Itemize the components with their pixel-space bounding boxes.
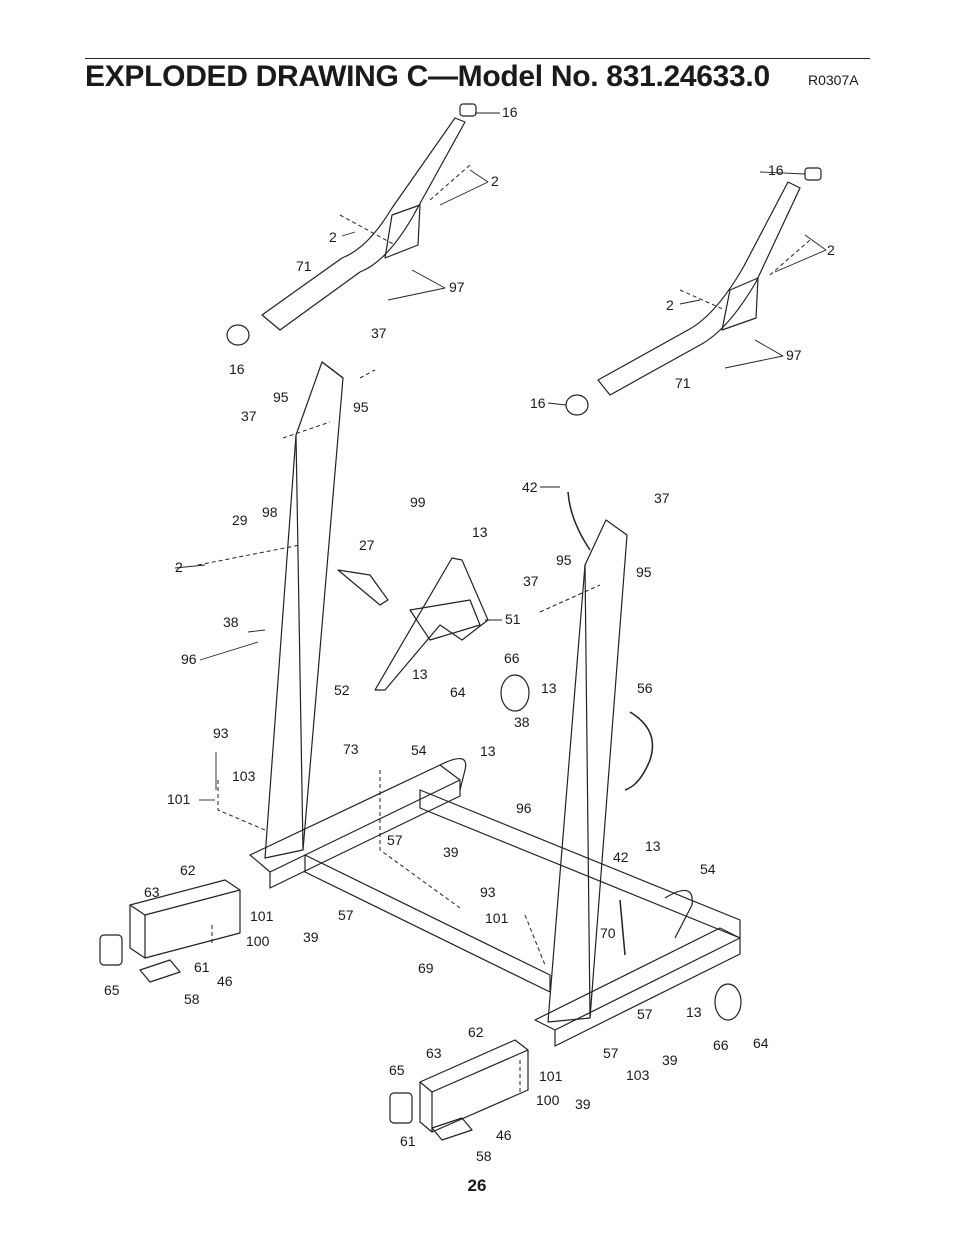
handlebar-left bbox=[226, 103, 477, 346]
assembly-lines bbox=[197, 164, 811, 1095]
part-callout: 54 bbox=[411, 742, 427, 758]
part-callout: 16 bbox=[768, 162, 784, 178]
part-callout: 95 bbox=[273, 389, 289, 405]
part-callout: 16 bbox=[502, 104, 518, 120]
part-callout: 70 bbox=[600, 925, 616, 941]
part-callout: 13 bbox=[541, 680, 557, 696]
part-callout: 61 bbox=[194, 959, 210, 975]
part-callout: 46 bbox=[496, 1127, 512, 1143]
part-callout: 64 bbox=[753, 1035, 769, 1051]
part-callout: 95 bbox=[636, 564, 652, 580]
part-callout: 56 bbox=[637, 680, 653, 696]
part-callout: 42 bbox=[613, 849, 629, 865]
part-callout: 98 bbox=[262, 504, 278, 520]
part-callout: 54 bbox=[700, 861, 716, 877]
part-callout: 95 bbox=[353, 399, 369, 415]
part-callout: 103 bbox=[626, 1067, 650, 1083]
part-callout: 2 bbox=[175, 559, 183, 575]
page-number: 26 bbox=[467, 1176, 487, 1195]
header-rule bbox=[85, 58, 870, 59]
part-callout: 37 bbox=[523, 573, 539, 589]
part-callout: 58 bbox=[184, 991, 200, 1007]
part-callout: 100 bbox=[536, 1092, 560, 1108]
part-callout: 42 bbox=[522, 479, 538, 495]
part-callout: 101 bbox=[539, 1068, 563, 1084]
part-callout: 39 bbox=[662, 1052, 678, 1068]
part-callout: 95 bbox=[556, 552, 572, 568]
part-callout: 101 bbox=[167, 791, 191, 807]
part-callout: 71 bbox=[675, 375, 691, 391]
part-callout: 65 bbox=[389, 1062, 405, 1078]
part-callout: 2 bbox=[491, 173, 499, 189]
part-callout: 66 bbox=[504, 650, 520, 666]
part-callout: 93 bbox=[480, 884, 496, 900]
base-frame bbox=[99, 758, 741, 1141]
part-callout: 101 bbox=[250, 908, 274, 924]
part-callout: 63 bbox=[426, 1045, 442, 1061]
part-callout: 16 bbox=[229, 361, 245, 377]
part-callout: 96 bbox=[516, 800, 532, 816]
part-callout: 97 bbox=[449, 279, 465, 295]
part-callout: 64 bbox=[450, 684, 466, 700]
part-callout: 57 bbox=[338, 907, 354, 923]
part-callout: 100 bbox=[246, 933, 270, 949]
part-callout: 58 bbox=[476, 1148, 492, 1164]
part-callout: 103 bbox=[232, 768, 256, 784]
part-callout: 13 bbox=[412, 666, 428, 682]
upright-left bbox=[264, 361, 344, 859]
part-callout: 57 bbox=[387, 832, 403, 848]
part-callout: 29 bbox=[232, 512, 248, 528]
part-callout: 62 bbox=[468, 1024, 484, 1040]
part-callout: 38 bbox=[514, 714, 530, 730]
part-callout: 27 bbox=[359, 537, 375, 553]
part-callout: 39 bbox=[443, 844, 459, 860]
part-callout: 63 bbox=[144, 884, 160, 900]
part-callout: 2 bbox=[827, 242, 835, 258]
part-callout: 37 bbox=[241, 408, 257, 424]
part-callout: 69 bbox=[418, 960, 434, 976]
part-callout: 62 bbox=[180, 862, 196, 878]
part-callout: 101 bbox=[485, 910, 509, 926]
part-callout: 57 bbox=[603, 1045, 619, 1061]
part-callout: 99 bbox=[410, 494, 426, 510]
part-callout: 37 bbox=[371, 325, 387, 341]
part-callout: 73 bbox=[343, 741, 359, 757]
handlebar-right bbox=[565, 167, 822, 416]
part-callout: 38 bbox=[223, 614, 239, 630]
part-callout: 2 bbox=[666, 297, 674, 313]
part-callout: 65 bbox=[104, 982, 120, 998]
part-callout: 46 bbox=[217, 973, 233, 989]
part-callout: 93 bbox=[213, 725, 229, 741]
part-callout: 13 bbox=[645, 838, 661, 854]
callout-labels: 16 2 2 71 97 16 16 2 2 97 71 16 37 95 95 37 42 37 99 13 29 98… bbox=[104, 104, 835, 1164]
part-callout: 39 bbox=[575, 1096, 591, 1112]
part-callout: 13 bbox=[480, 743, 496, 759]
wire-harness bbox=[567, 491, 654, 956]
drawing-code: R0307A bbox=[808, 72, 859, 88]
part-callout: 66 bbox=[713, 1037, 729, 1053]
part-callout: 51 bbox=[505, 611, 521, 627]
part-callout: 37 bbox=[654, 490, 670, 506]
part-callout: 71 bbox=[296, 258, 312, 274]
part-callout: 16 bbox=[530, 395, 546, 411]
part-callout: 52 bbox=[334, 682, 350, 698]
part-callout: 97 bbox=[786, 347, 802, 363]
page-title: EXPLODED DRAWING C—Model No. 831.24633.0 bbox=[85, 60, 770, 93]
part-callout: 61 bbox=[400, 1133, 416, 1149]
upright-right bbox=[547, 519, 628, 1023]
part-callout: 39 bbox=[303, 929, 319, 945]
part-callout: 2 bbox=[329, 229, 337, 245]
leader-lines bbox=[174, 112, 827, 801]
part-callout: 13 bbox=[472, 524, 488, 540]
part-callout: 57 bbox=[637, 1006, 653, 1022]
part-callout: 13 bbox=[686, 1004, 702, 1020]
part-callout: 96 bbox=[181, 651, 197, 667]
